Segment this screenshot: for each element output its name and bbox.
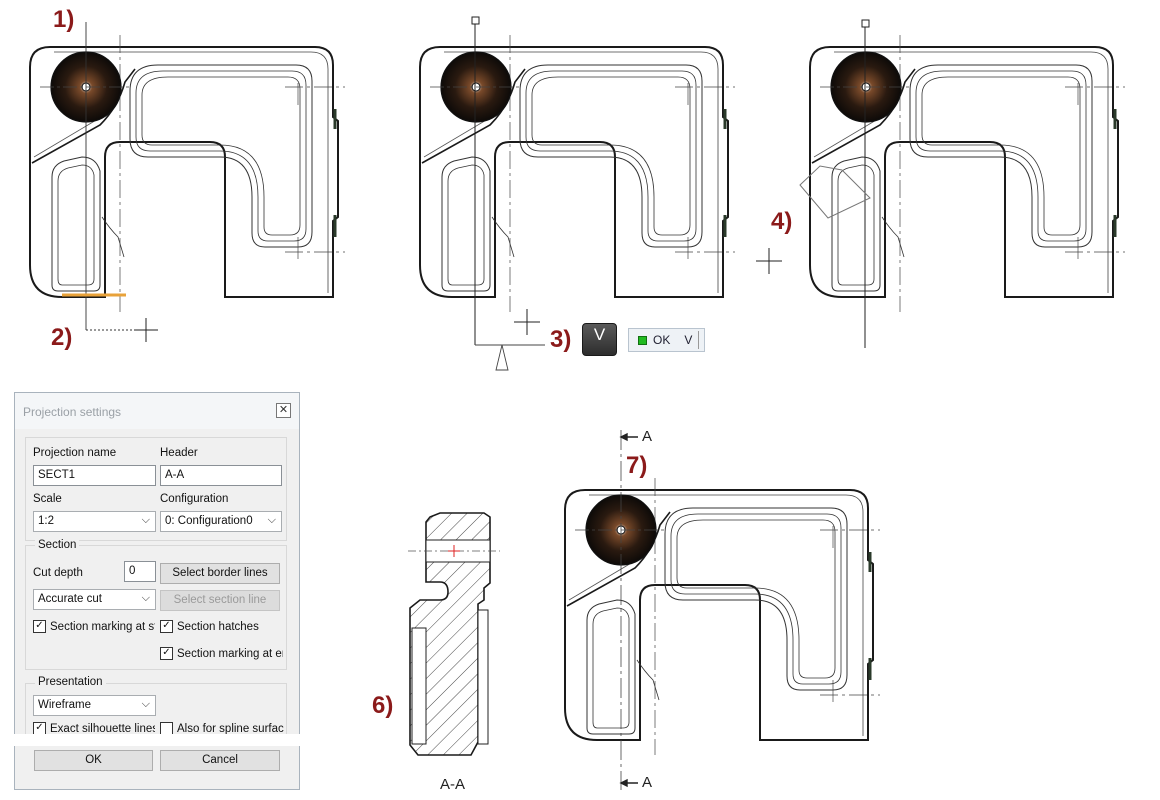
section-line-handle	[471, 16, 480, 25]
section-group	[25, 545, 287, 670]
section-marking-end-checkbox[interactable]: ✓ Section marking at end	[160, 647, 283, 660]
configuration-select[interactable]: 0: Configuration0 ⌵	[160, 511, 282, 532]
chevron-down-icon: ⌵	[141, 698, 150, 710]
section-view-leader	[475, 344, 545, 371]
section-hatches-label: Section hatches	[177, 620, 259, 633]
close-icon[interactable]: ✕	[276, 403, 291, 418]
exact-silhouette-label: Exact silhouette lines	[50, 722, 155, 735]
v-key-icon: V	[582, 323, 617, 356]
section-marker-top-label: A	[642, 428, 653, 445]
cut-mode-select[interactable]: Accurate cut ⌵	[33, 589, 156, 610]
scale-select[interactable]: 1:2 ⌵	[33, 511, 156, 532]
scale-label: Scale	[33, 493, 62, 505]
cut-depth-input[interactable]: 0	[124, 561, 156, 582]
section-line-handle-2	[861, 19, 870, 28]
part-view-step7	[563, 476, 882, 757]
crosshair-cursor-step2	[134, 318, 158, 342]
cut-depth-label: Cut depth	[33, 567, 83, 579]
crosshair-cursor-step3	[514, 309, 540, 335]
projection-name-input[interactable]: SECT1	[33, 465, 156, 486]
cancel-button[interactable]: Cancel	[160, 750, 280, 771]
ok-toolbar[interactable]: OK V	[628, 328, 705, 352]
step-label-2: 2)	[51, 324, 73, 351]
checkbox-checked-icon: ✓	[160, 620, 173, 633]
select-border-lines-button[interactable]: Select border lines	[160, 563, 280, 584]
chevron-down-icon: ⌵	[141, 592, 150, 604]
section-marking-start-label: Section marking at start	[50, 620, 155, 633]
chevron-down-icon: ⌵	[267, 514, 276, 526]
step-label-4: 4)	[771, 208, 793, 235]
part-view-step1	[28, 33, 347, 314]
ok-button[interactable]: OK	[34, 750, 153, 771]
status-led-icon	[638, 335, 647, 345]
chevron-down-icon: ⌵	[141, 514, 150, 526]
header-input[interactable]: A-A	[160, 465, 282, 486]
part-view-step3	[418, 33, 737, 314]
cut-mode-select-value: Accurate cut	[38, 593, 102, 605]
configuration-label: Configuration	[160, 493, 229, 505]
select-section-line-button[interactable]: Select section line	[160, 590, 280, 611]
screenshot-cut-band	[0, 734, 305, 746]
section-marker-bottom-label: A	[642, 774, 653, 791]
section-view-a-a	[408, 512, 500, 756]
checkbox-checked-icon: ✓	[160, 647, 173, 660]
general-group	[25, 437, 287, 541]
section-arrow-top	[619, 432, 638, 442]
highlighted-pocket	[799, 165, 871, 219]
projection-settings-dialog: Projection settings ✕ Projection name SE…	[14, 392, 300, 790]
ok-toolbar-key: V	[684, 333, 693, 347]
presentation-select[interactable]: Wireframe ⌵	[33, 695, 156, 716]
presentation-group-title: Presentation	[35, 676, 106, 688]
section-marking-end-label: Section marking at end	[177, 647, 283, 660]
spline-surfaces-label: Also for spline surfaces	[177, 722, 284, 735]
section-group-title: Section	[35, 539, 80, 551]
section-hatches-checkbox[interactable]: ✓ Section hatches	[160, 620, 286, 633]
scale-select-value: 1:2	[38, 515, 54, 527]
section-view-caption: A-A	[440, 776, 466, 793]
projection-name-label: Projection name	[33, 447, 117, 459]
toolbar-separator	[698, 331, 700, 349]
step-label-3: 3)	[550, 326, 572, 353]
dialog-title: Projection settings	[23, 405, 122, 419]
header-label: Header	[160, 447, 198, 459]
configuration-select-value: 0: Configuration0	[165, 515, 253, 527]
step-label-6: 6)	[372, 692, 394, 719]
section-marking-start-checkbox[interactable]: ✓ Section marking at start	[33, 620, 155, 633]
step-label-1: 1)	[53, 6, 75, 33]
presentation-select-value: Wireframe	[38, 699, 92, 711]
section-arrow-bottom	[619, 778, 638, 788]
exact-silhouette-checkbox[interactable]: ✓ Exact silhouette lines	[33, 722, 155, 735]
checkbox-checked-icon: ✓	[33, 620, 46, 633]
dialog-titlebar: Projection settings ✕	[15, 393, 299, 429]
ok-toolbar-label: OK	[653, 333, 671, 347]
crosshair-cursor-step4	[756, 248, 782, 274]
part-view-step4	[808, 33, 1127, 314]
step-label-7: 7)	[626, 452, 648, 479]
